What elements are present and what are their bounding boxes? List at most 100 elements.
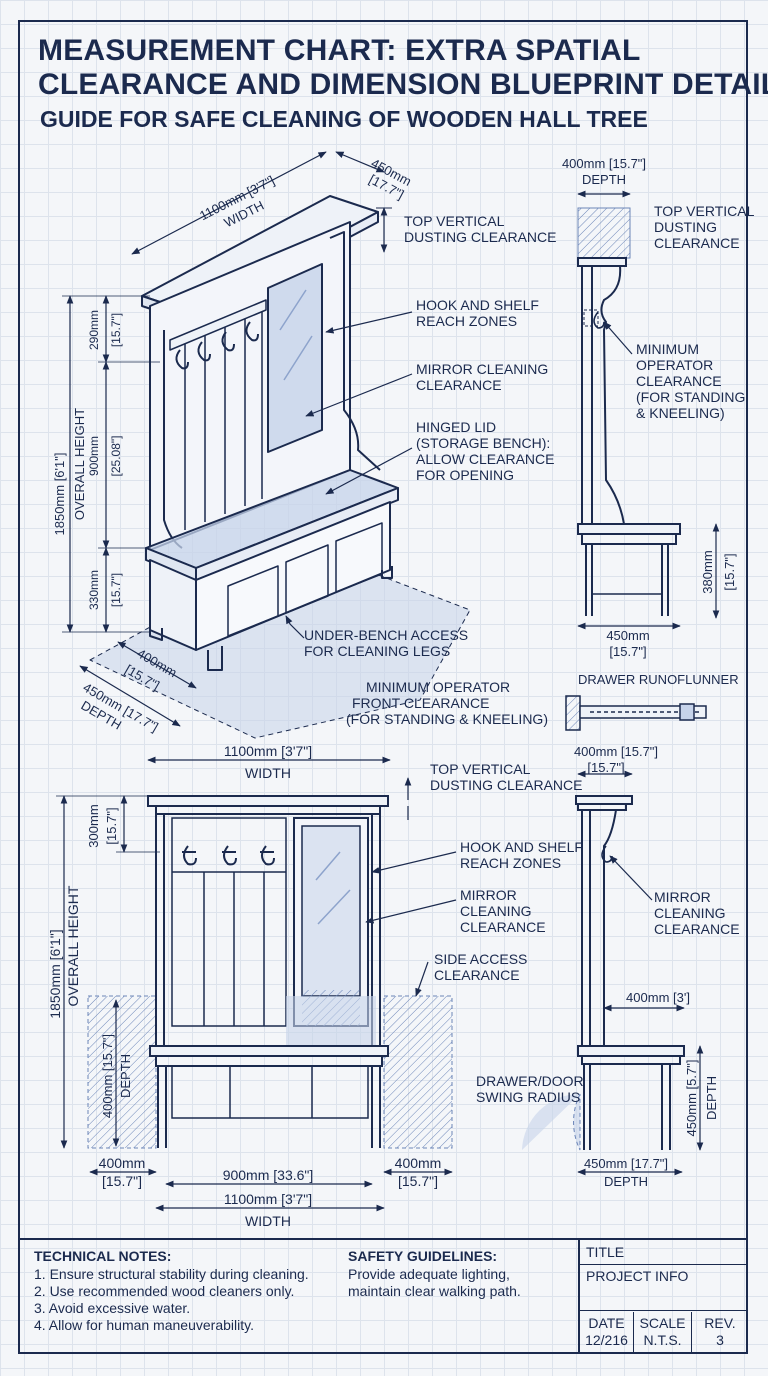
side-min-op-4: (FOR STANDING (636, 389, 745, 405)
iso-dim-290-in: [15.7"] (109, 313, 123, 347)
side-bottom-height-dim: 450mm [5.7"] (684, 1060, 699, 1137)
scale-value: N.T.S. (643, 1332, 682, 1348)
drawer-runner-detail (565, 695, 707, 731)
title-block-project-row: PROJECT INFO (580, 1264, 748, 1311)
drawer-runner-label: DRAWER RUNOFLUNNER (578, 672, 739, 687)
iso-top-clearance-label-1: TOP VERTICAL (404, 213, 505, 229)
date-value: 12/216 (585, 1332, 628, 1348)
side-bottom-top-in: [15.7"] (587, 760, 624, 775)
side-top-clearance-1: TOP VERTICAL (654, 203, 755, 219)
side-view-top (577, 207, 681, 616)
iso-hook-zone-label-1: HOOK AND SHELF (416, 297, 539, 313)
iso-front-clearance-label-2: FRONT CLEARANCE (352, 695, 489, 711)
side-min-op-3: CLEARANCE (636, 373, 722, 389)
side-bottom-mirror-3: CLEARANCE (654, 921, 740, 937)
revision-value: 3 (716, 1332, 724, 1348)
front-depth-dim: 400mm [15.7"] (100, 1034, 115, 1118)
note-item: 1. Ensure structural stability during cl… (34, 1266, 309, 1282)
side-view-bottom-dims: 400mm [15.7"] [15.7"] MIRROR CLEANING CL… (476, 744, 740, 1189)
side-bottom-mirror-1: MIRROR (654, 889, 711, 905)
front-bottom-word: WIDTH (245, 1213, 291, 1229)
side-top-clearance-3: CLEARANCE (654, 235, 740, 251)
iso-dim-330-in: [15.7"] (109, 573, 123, 607)
iso-callouts: HOOK AND SHELF REACH ZONES MIRROR CLEANI… (285, 297, 554, 727)
front-width-dim: 1100mm [3'7"] (224, 743, 312, 759)
front-hook-zone-1: HOOK AND SHELF (460, 839, 583, 855)
front-overall-dim: 1850mm [6'1"] (47, 929, 63, 1018)
front-side-access-1: SIDE ACCESS (434, 951, 527, 967)
iso-dim-900-in: [25.08"] (109, 436, 123, 477)
side-top-depth-word: DEPTH (582, 172, 626, 187)
side-view-bottom (522, 795, 685, 1151)
front-hook-zone-2: REACH ZONES (460, 855, 561, 871)
side-min-op-2: OPERATOR (636, 357, 713, 373)
iso-dim-900: 900mm (87, 436, 101, 476)
iso-dim-290: 290mm (87, 310, 101, 350)
title-block: TITLE PROJECT INFO DATE 12/216 SCALE N.T… (578, 1240, 748, 1354)
date-label: DATE (588, 1315, 625, 1331)
iso-top-clearance-label-2: DUSTING CLEARANCE (404, 229, 556, 245)
safety-guidelines: SAFETY GUIDELINES: Provide adequate ligh… (348, 1248, 568, 1300)
safety-line-1: Provide adequate lighting, (348, 1266, 510, 1282)
front-top-clearance-2: DUSTING CLEARANCE (430, 777, 582, 793)
front-right-dim-in: [15.7"] (398, 1173, 438, 1189)
title-block-title: TITLE (586, 1244, 625, 1260)
revision-label: REV. (704, 1315, 736, 1331)
side-bottom-bottom-word: DEPTH (604, 1174, 648, 1189)
iso-mirror (267, 263, 323, 453)
side-min-op-5: & KNEELING) (636, 405, 725, 421)
title-block-date: DATE 12/216 (580, 1312, 634, 1354)
iso-front-clearance-label-3: (FOR STANDING & KNEELING) (346, 711, 548, 727)
side-bottom-mirror-2: CLEANING (654, 905, 726, 921)
iso-vertical-dim-labels: 1850mm [6'1"] OVERALL HEIGHT 290mm [15.7… (52, 310, 123, 610)
side-view-top-dims: 400mm [15.7"] DEPTH TOP VERTICAL DUSTING… (562, 156, 755, 687)
front-overall-word: OVERALL HEIGHT (65, 885, 81, 1006)
front-hooks (182, 845, 275, 866)
iso-vertical-dims (62, 295, 160, 633)
side-min-op-1: MINIMUM (636, 341, 699, 357)
note-item: 3. Avoid excessive water. (34, 1300, 191, 1316)
front-dim-300: 300mm (86, 804, 101, 847)
iso-lid-label-3: ALLOW CLEARANCE (416, 451, 554, 467)
front-mid-dim: 900mm [33.6"] (223, 1167, 314, 1183)
title-block-project: PROJECT INFO (586, 1268, 689, 1284)
title-line-1: MEASUREMENT CHART: EXTRA SPATIAL (38, 34, 641, 67)
iso-lid-label-1: HINGED LID (416, 419, 496, 435)
scale-label: SCALE (639, 1315, 686, 1331)
swing-radius-2: SWING RADIUS (476, 1089, 580, 1105)
front-mirror-3: CLEARANCE (460, 919, 546, 935)
iso-overall-height-word: OVERALL HEIGHT (72, 408, 87, 520)
front-left-dim-in: [15.7"] (102, 1173, 142, 1189)
swing-radius-1: DRAWER/DOOR (476, 1073, 584, 1089)
iso-lid-label-2: (STORAGE BENCH): (416, 435, 550, 451)
side-top-height-in: [15.7"] (722, 553, 737, 590)
front-mirror-2: CLEANING (460, 903, 532, 919)
iso-slats (184, 309, 263, 530)
title-line-2: CLEARANCE AND DIMENSION BLUEPRINT DETAIL… (38, 68, 768, 101)
iso-view (89, 195, 471, 739)
iso-overall-height-dim: 1850mm [6'1"] (52, 453, 67, 536)
subtitle: GUIDE FOR SAFE CLEANING OF WOODEN HALL T… (40, 106, 648, 132)
side-bottom-top-dim: 400mm [15.7"] (574, 744, 658, 759)
title-block-scale: SCALE N.T.S. (634, 1312, 692, 1354)
note-item: 2. Use recommended wood cleaners only. (34, 1283, 295, 1299)
side-bottom-bottom-dim: 450mm [17.7"] (584, 1156, 668, 1171)
front-mirror-1: MIRROR (460, 887, 517, 903)
technical-notes: TECHNICAL NOTES: 1. Ensure structural st… (34, 1248, 309, 1334)
safety-guidelines-title: SAFETY GUIDELINES: (348, 1248, 498, 1264)
side-bottom-height-word: DEPTH (704, 1076, 719, 1120)
iso-mirror-label-2: CLEARANCE (416, 377, 502, 393)
iso-front-clearance-label-1: MINIMUM OPERATOR (366, 679, 510, 695)
side-bottom-mid-dim: 400mm [3'] (626, 990, 690, 1005)
iso-lid-label-4: FOR OPENING (416, 467, 514, 483)
side-top-height-dim: 380mm (700, 550, 715, 593)
front-left-dim: 400mm (99, 1155, 146, 1171)
iso-hooks (175, 321, 259, 370)
drawing-frame (18, 20, 748, 1354)
iso-under-bench-label-2: FOR CLEANING LEGS (304, 643, 450, 659)
iso-top-depth-dimension: 450mm [17.7"] (335, 151, 414, 202)
side-top-depth-dim: 400mm [15.7"] (562, 156, 646, 171)
iso-mirror-label-1: MIRROR CLEANING (416, 361, 548, 377)
front-depth-word: DEPTH (118, 1054, 133, 1098)
